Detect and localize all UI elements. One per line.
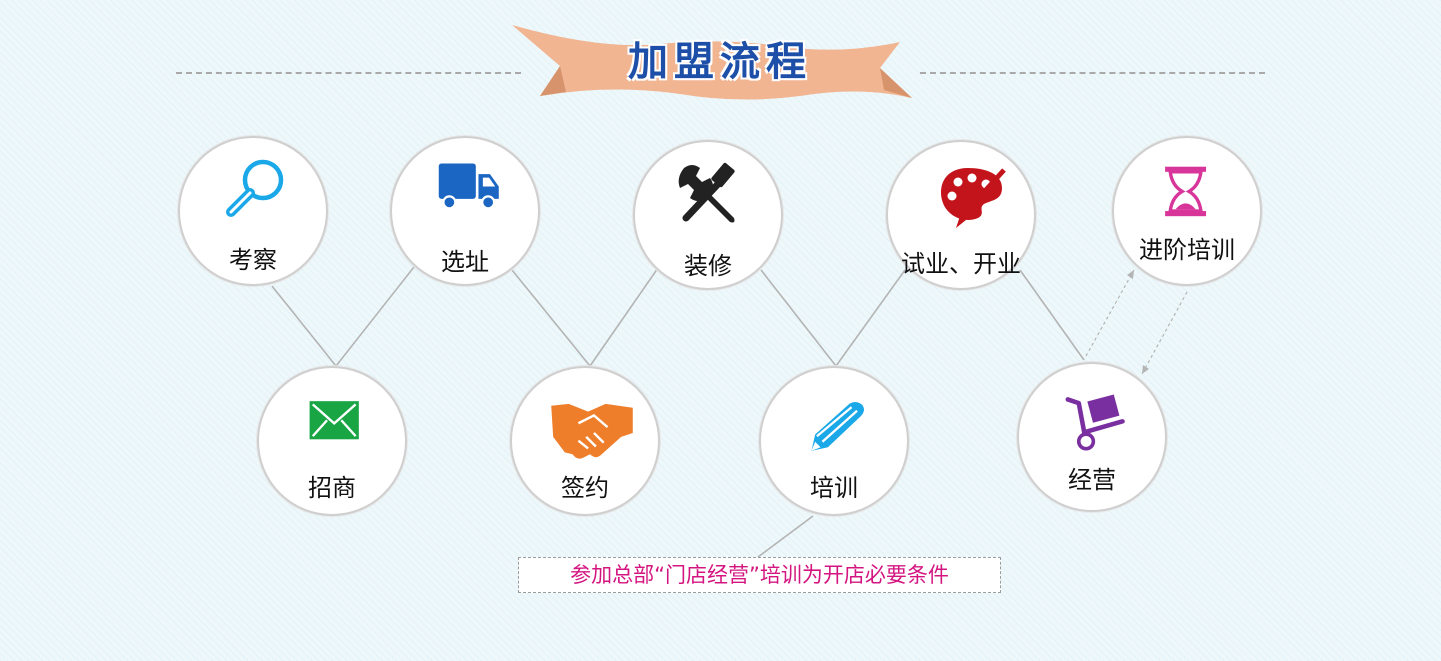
hourglass-icon [1165, 166, 1207, 217]
step-zhaoshang: 招商 [257, 366, 407, 516]
step-jingying: 经营 [1017, 362, 1167, 512]
step-label: 选址 [441, 248, 489, 276]
step-xuanzhi: 选址 [390, 136, 540, 286]
divider-left [176, 72, 521, 74]
step-label: 装修 [684, 252, 732, 280]
step-peixun: 培训 [759, 366, 909, 516]
title-ribbon [512, 25, 912, 100]
page-title: 加盟流程 [628, 39, 812, 85]
step-label: 试业、开业 [901, 250, 1021, 278]
divider-right [920, 72, 1265, 74]
palette-icon [941, 168, 1006, 228]
step-qianyue: 签约 [510, 366, 660, 516]
handshake-icon [551, 403, 633, 459]
envelope-icon [309, 401, 359, 440]
search-icon [226, 159, 284, 217]
pencil-icon [811, 402, 864, 451]
step-jinjie-peixun: 进阶培训 [1112, 136, 1262, 286]
step-label: 考察 [229, 246, 277, 274]
step-shiye-kaiye: 试业、开业 [886, 140, 1036, 290]
step-label: 培训 [810, 474, 858, 502]
step-zhuangxiu: 装修 [633, 140, 783, 290]
cart-icon [1065, 394, 1125, 451]
truck-icon [438, 163, 499, 210]
step-label: 签约 [561, 474, 609, 502]
step-kaocha: 考察 [178, 136, 328, 286]
step-label: 进阶培训 [1139, 236, 1235, 264]
step-label: 招商 [308, 474, 356, 502]
step-label: 经营 [1068, 466, 1116, 494]
tools-icon [678, 162, 735, 223]
training-note: 参加总部“门店经营”培训为开店必要条件 [518, 557, 1001, 593]
